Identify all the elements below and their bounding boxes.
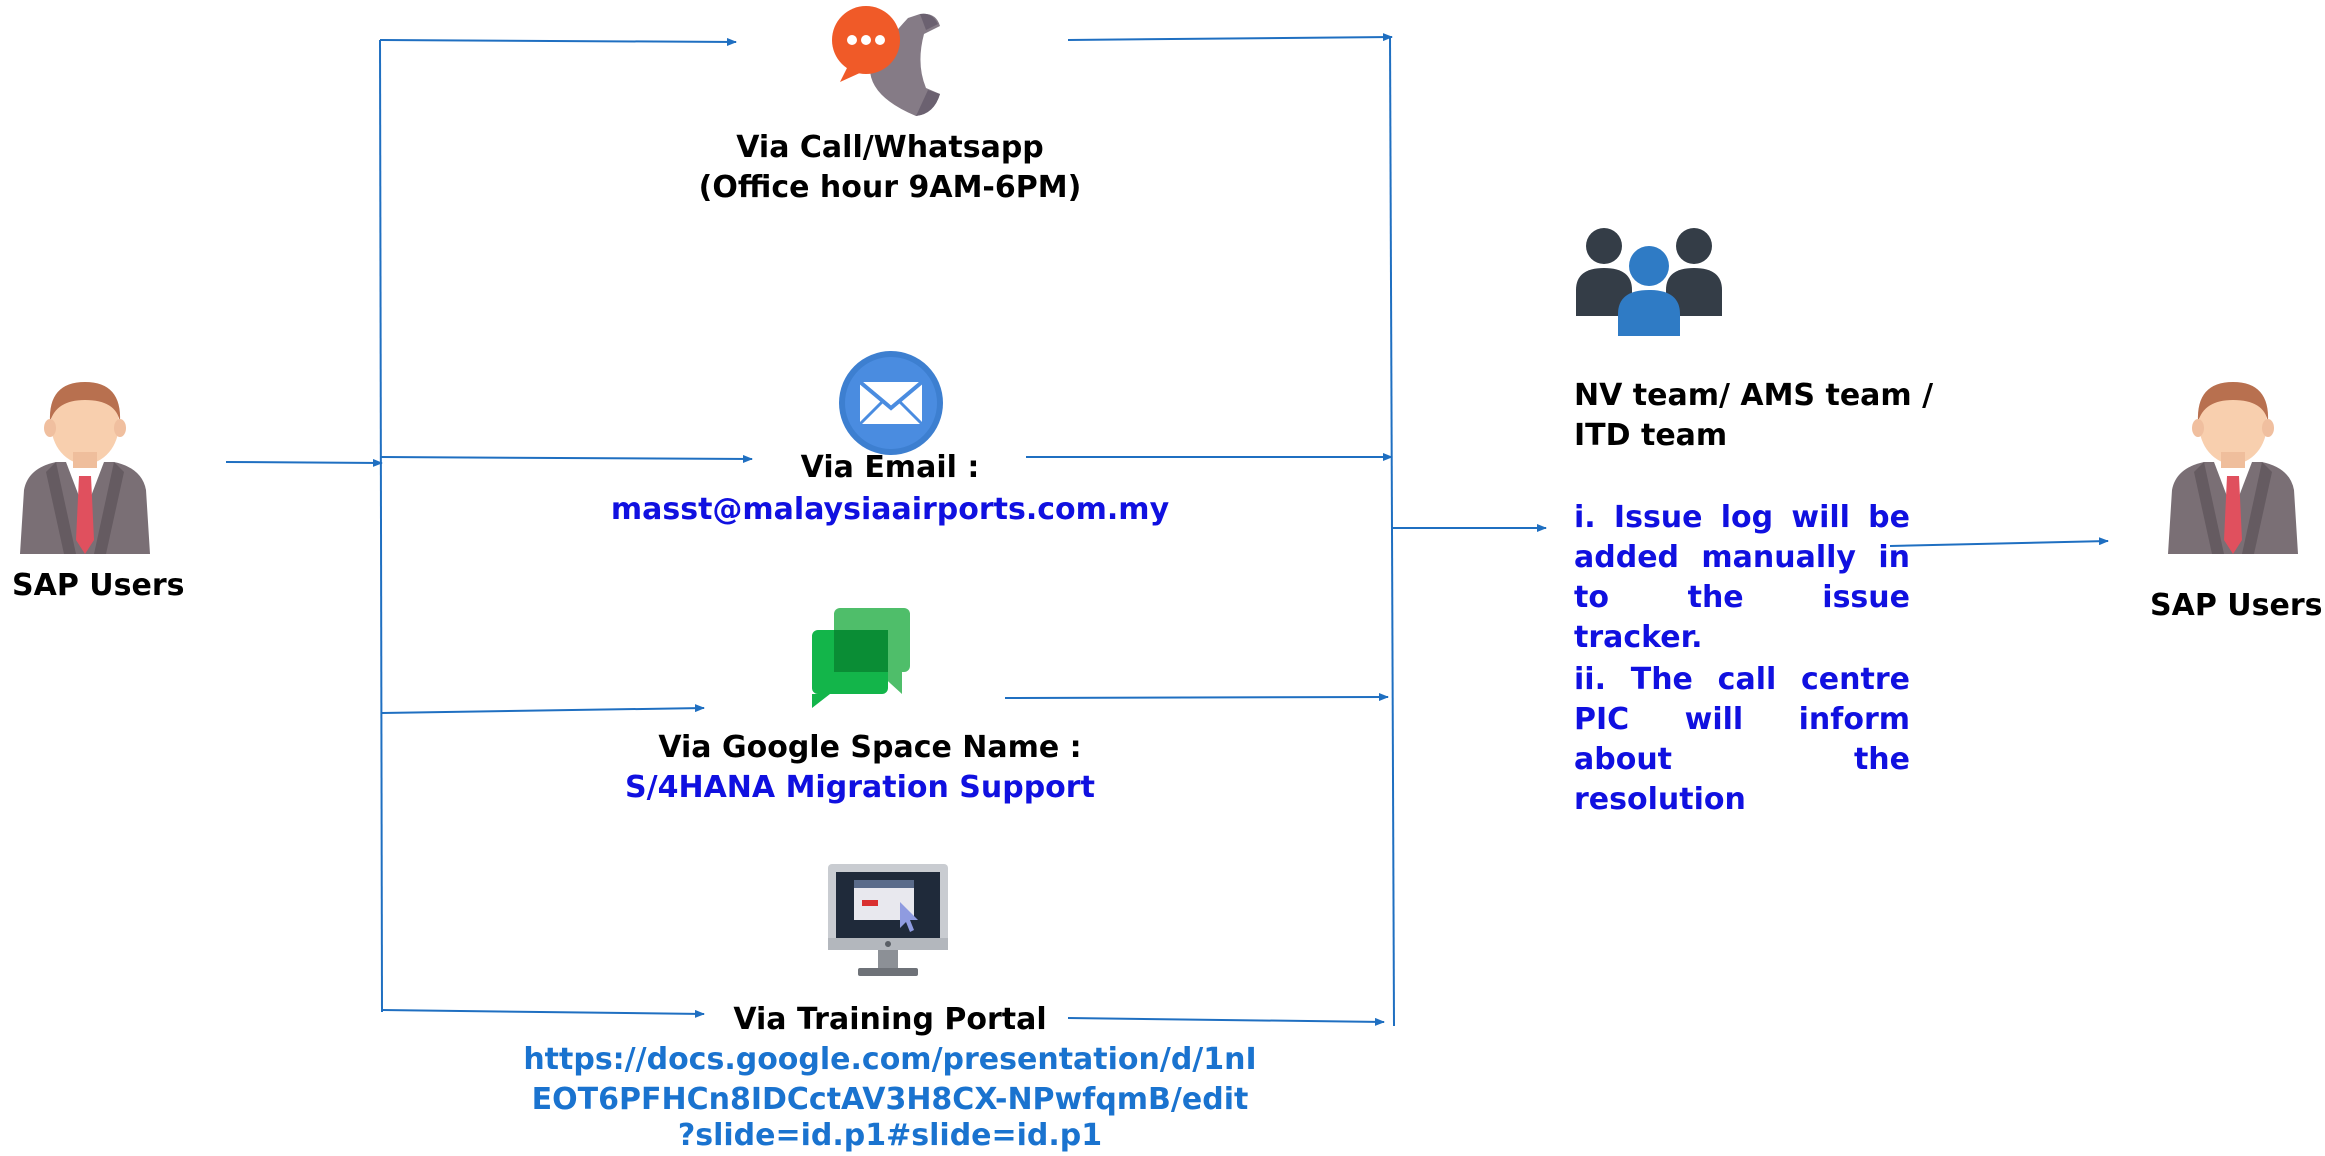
arrow-to-google-space [381,704,705,714]
phone-chat-icon [828,4,946,122]
arrow-user-to-hub [225,458,383,467]
arrow-from-call [1067,33,1393,42]
training-portal-url-line-2[interactable]: EOT6PFHCn8IDCctAV3H8CX-NPwfqmB/edit [531,1082,1249,1117]
training-portal-url-line-3[interactable]: ?slide=id.p1#slide=id.p1 [677,1118,1103,1153]
monitor-icon [828,864,948,978]
google-chat-icon [812,608,910,708]
call-detail: (Office hour 9AM-6PM) [698,170,1082,205]
arrow-to-training-portal [381,1009,705,1018]
user-icon [2164,372,2302,554]
google-space-name: S/4HANA Migration Support [625,770,1095,805]
team-icon [1576,226,1722,336]
team-step-2: ii. The call centre PIC will inform abou… [1574,662,1910,817]
email-title: Via Email : [800,450,980,485]
email-icon [838,350,944,456]
arrow-team-to-user [1889,537,2109,547]
user-icon [16,372,154,554]
email-address[interactable]: masst@malaysiaairports.com.my [610,492,1170,527]
left-user-label: SAP Users [12,568,185,603]
arrow-to-email [379,454,753,463]
training-portal-url-line-1[interactable]: https://docs.google.com/presentation/d/1… [523,1042,1257,1077]
arrow-from-training-portal [1067,1017,1385,1026]
arrow-from-google-space [1004,693,1389,702]
training-portal-title: Via Training Portal [733,1002,1047,1037]
left-vertical-bus [379,39,383,1013]
right-vertical-bus [1389,35,1395,1027]
team-name-line-2: ITD team [1574,418,1728,453]
arrow-to-call [379,37,737,46]
team-step-1: i. Issue log will be added manually in t… [1574,500,1910,655]
call-title: Via Call/Whatsapp [736,130,1044,165]
team-name-line-1: NV team/ AMS team / [1574,378,1934,413]
right-user-label: SAP Users [2150,588,2323,623]
google-space-title: Via Google Space Name : [658,730,1082,765]
